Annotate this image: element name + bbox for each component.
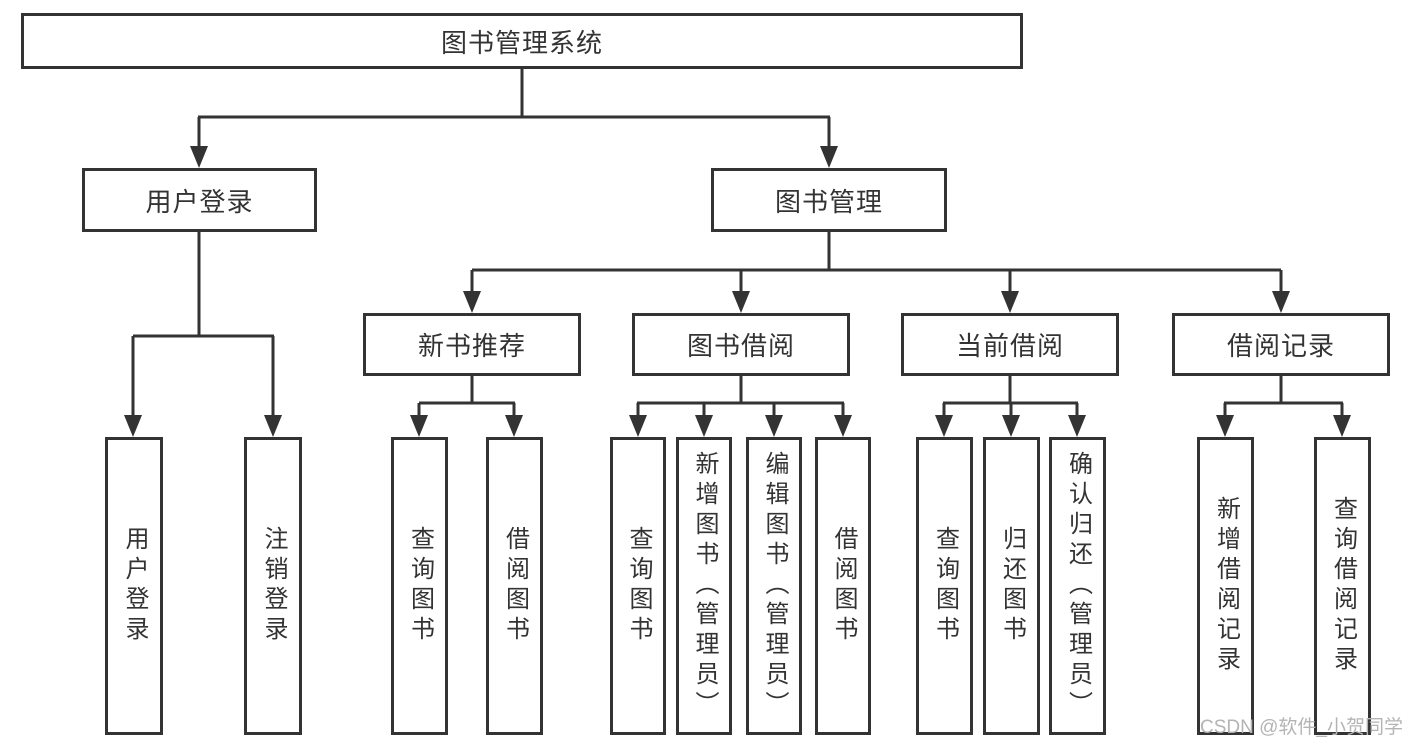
node-borrowing-records: 借阅记录 [1172, 313, 1390, 376]
node-new-book-recommendation: 新书推荐 [363, 313, 581, 376]
leaf-query-books-recommend: 查询图书 [391, 437, 448, 735]
leaf-add-books-admin: 新增图书（管理员） [676, 437, 732, 735]
leaf-label: 借阅图书 [501, 526, 529, 646]
leaf-add-borrow-record: 新增借阅记录 [1197, 437, 1254, 735]
leaf-label: 归还图书 [998, 526, 1026, 646]
node-current-borrowing: 当前借阅 [901, 313, 1119, 376]
node-label: 图书借阅 [686, 331, 795, 361]
node-book-management: 图书管理 [711, 168, 947, 232]
leaf-label: 查询图书 [625, 526, 652, 646]
leaf-edit-books-admin: 编辑图书（管理员） [746, 437, 802, 735]
node-library-management-system: 图书管理系统 [21, 13, 1023, 69]
node-label: 图书管理系统 [440, 27, 603, 58]
leaf-query-borrow-record: 查询借阅记录 [1314, 437, 1371, 735]
node-label: 用户登录 [145, 186, 254, 217]
leaf-label: 借阅图书 [830, 526, 857, 646]
node-label: 借阅记录 [1226, 331, 1335, 361]
node-label: 新书推荐 [417, 331, 526, 361]
node-user-login: 用户登录 [82, 168, 317, 232]
leaf-logout-login: 注销登录 [244, 437, 302, 735]
leaf-label: 确认归还（管理员） [1064, 451, 1092, 721]
leaf-label: 查询借阅记录 [1329, 496, 1357, 676]
leaf-borrow-books-recommend: 借阅图书 [486, 437, 543, 735]
leaf-label: 注销登录 [260, 526, 287, 646]
leaf-label: 查询图书 [406, 526, 434, 646]
node-label: 图书管理 [774, 186, 883, 217]
leaf-borrow-books: 借阅图书 [815, 437, 871, 735]
arrow-down-icon [124, 146, 1351, 437]
leaf-label: 新增图书（管理员） [691, 451, 718, 721]
watermark: CSDN @软件_小贺同学 [1200, 717, 1403, 738]
leaf-label: 用户登录 [121, 526, 148, 646]
leaf-query-books-current: 查询图书 [916, 437, 973, 735]
leaf-label: 编辑图书（管理员） [761, 451, 788, 721]
leaf-return-books: 归还图书 [983, 437, 1040, 735]
leaf-user-login: 用户登录 [105, 437, 163, 735]
node-label: 当前借阅 [955, 331, 1064, 361]
leaf-label: 新增借阅记录 [1212, 496, 1240, 676]
leaf-confirm-return-admin: 确认归还（管理员） [1049, 437, 1106, 735]
node-book-borrowing: 图书借阅 [632, 313, 850, 376]
leaf-query-books-borrow: 查询图书 [610, 437, 666, 735]
leaf-label: 查询图书 [931, 526, 959, 646]
